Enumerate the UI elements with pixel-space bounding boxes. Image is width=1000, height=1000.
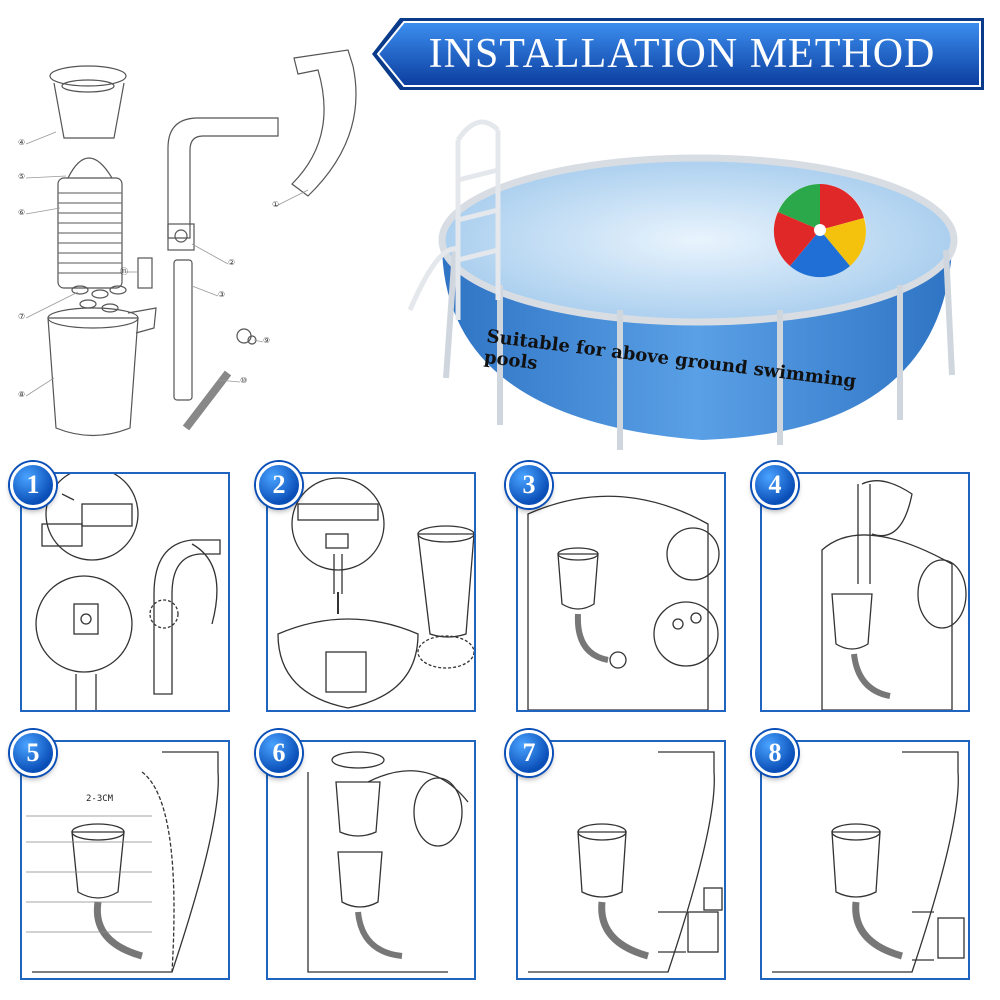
step-badge-1: 1	[10, 462, 56, 508]
part-label-10: ⑩	[240, 376, 248, 385]
part-label-2: ②	[228, 258, 236, 267]
water-level-measure: 2-3CM	[86, 794, 114, 804]
step-panel-6	[266, 740, 476, 980]
part-label-4: ④	[18, 138, 26, 147]
step-4-drawing	[821, 480, 967, 710]
step-5-drawing	[26, 751, 219, 973]
step-badge-7: 7	[506, 730, 552, 776]
part-label-1: ①	[272, 200, 280, 209]
step-panel-4	[760, 472, 970, 712]
step-2-drawing	[277, 477, 474, 709]
mount-arm	[167, 117, 279, 239]
banner-title: INSTALLATION METHOD	[428, 31, 936, 77]
skimmer-body	[47, 317, 139, 437]
adjust-strap	[173, 259, 193, 401]
step-badge-3: 3	[506, 462, 552, 508]
step-panel-5: 2-3CM	[20, 740, 230, 980]
pool-drawing	[407, 119, 958, 450]
step-3-drawing	[527, 495, 720, 710]
step-badge-2: 2	[256, 462, 302, 508]
step-panel-7	[516, 740, 726, 980]
part-label-11: ⑪	[120, 267, 128, 276]
step-1-drawing	[35, 474, 221, 710]
pool-illustration	[380, 100, 990, 460]
title-banner: INSTALLATION METHOD	[372, 12, 992, 96]
parts-drawing	[25, 49, 357, 437]
banner-shape	[372, 18, 984, 90]
step-badge-8: 8	[752, 730, 798, 776]
basket-handle	[67, 157, 113, 179]
part-label-3: ③	[218, 290, 226, 299]
part-label-7: ⑦	[18, 312, 26, 321]
part-label-5: ⑤	[18, 172, 26, 181]
step-panel-1	[20, 472, 230, 712]
pool-ladder	[407, 119, 501, 320]
bracket-curve	[291, 49, 357, 197]
collar-part	[49, 65, 127, 87]
part-label-9: ⑨	[263, 336, 271, 345]
parts-diagram: ① ② ③ ④ ⑤ ⑥ ⑦ ⑧ ⑨ ⑩ ⑪	[8, 28, 368, 458]
pool-water	[438, 154, 958, 326]
step-badge-6: 6	[256, 730, 302, 776]
step-8-drawing	[772, 751, 965, 973]
step-badge-4: 4	[752, 462, 798, 508]
part-label-6: ⑥	[18, 208, 26, 217]
step-panel-3	[516, 472, 726, 712]
beach-ball	[773, 184, 866, 278]
step-7-drawing	[528, 751, 723, 973]
step-6-drawing	[307, 751, 469, 973]
step-badge-5: 5	[10, 730, 56, 776]
step-panel-2	[266, 472, 476, 712]
part-label-8: ⑧	[18, 390, 26, 399]
step-panel-8	[760, 740, 970, 980]
